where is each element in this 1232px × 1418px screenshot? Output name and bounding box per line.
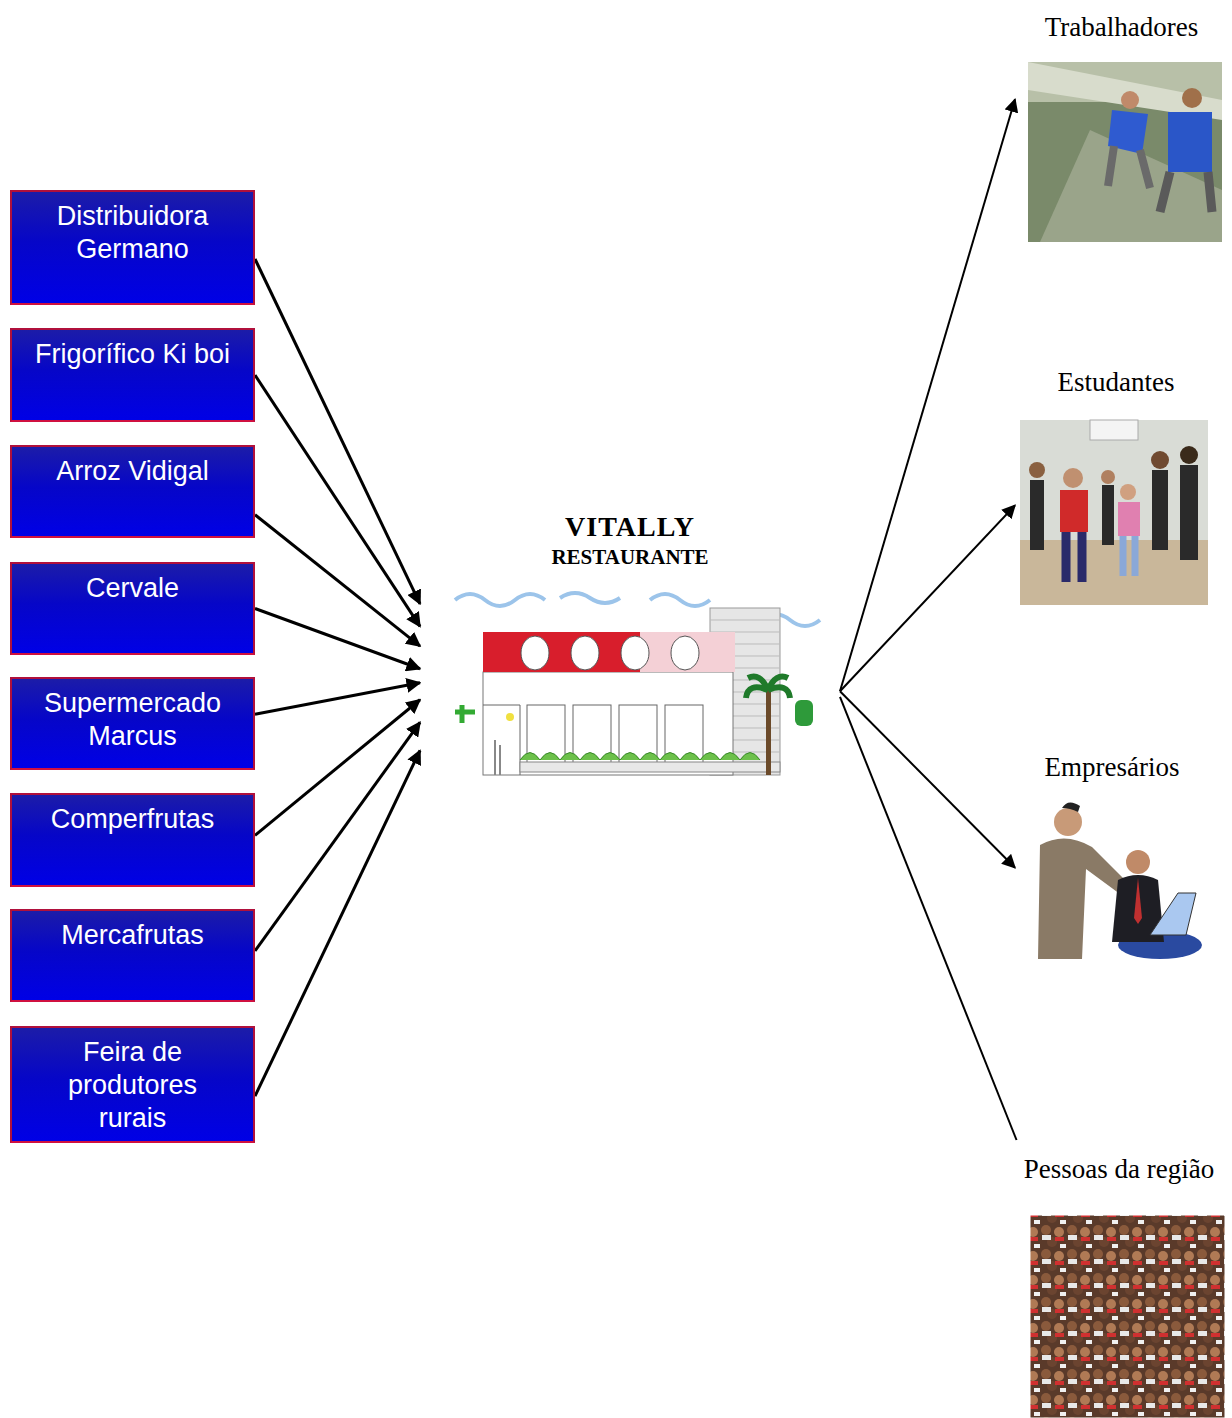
audience-label: Estudantes xyxy=(1015,367,1217,398)
restaurant-building-part xyxy=(520,753,760,761)
workers-photo-part xyxy=(1108,146,1150,188)
students-photo-part xyxy=(1151,451,1169,469)
students-photo-part xyxy=(1090,420,1138,440)
students-photo-part-part xyxy=(1152,470,1168,550)
workers-photo-part xyxy=(1028,62,1222,242)
students-photo-part xyxy=(1066,532,1082,582)
restaurant-building-part xyxy=(521,636,549,670)
restaurant-building xyxy=(455,593,820,775)
flow-arrow xyxy=(255,751,420,1097)
students-photo-part xyxy=(1030,465,1198,560)
supplier-box: Feira de produtores rurais xyxy=(10,1026,255,1143)
students-photo-part-part xyxy=(1102,485,1114,545)
supplier-name: Mercafrutas xyxy=(34,919,231,952)
restaurant-building-part xyxy=(455,705,475,723)
restaurant-building-part xyxy=(795,700,813,726)
students-photo-part xyxy=(1120,484,1136,500)
workers-photo-part xyxy=(1160,172,1212,212)
restaurant-subtitle: RESTAURANTE xyxy=(420,544,840,570)
students-photo-part xyxy=(1029,462,1045,478)
restaurant-building-part xyxy=(483,632,735,672)
flow-arrow xyxy=(255,515,420,646)
supplier-box: Mercafrutas xyxy=(10,909,255,1002)
students-photo-part xyxy=(1101,470,1115,484)
business-photo-part xyxy=(1134,878,1142,924)
workers-photo-part xyxy=(1028,62,1222,120)
flow-arrow xyxy=(255,722,420,951)
workers-photo-part xyxy=(1182,88,1202,108)
business-photo xyxy=(1028,800,1202,962)
flow-arrow xyxy=(255,375,420,626)
business-photo-part xyxy=(1126,850,1150,874)
workers-photo-part xyxy=(1168,112,1212,172)
supplier-name: Feira de produtores rurais xyxy=(34,1036,231,1135)
restaurant-name: VITALLY xyxy=(420,510,840,544)
restaurant-building-part xyxy=(671,636,699,670)
students-photo-part xyxy=(1020,540,1208,605)
crowd-photo-part xyxy=(1030,1215,1225,1418)
supplier-name: Comperfrutas xyxy=(34,803,231,836)
business-photo-part xyxy=(1062,802,1080,812)
students-photo-part-part xyxy=(1030,480,1044,550)
flow-arrow xyxy=(840,505,1015,691)
restaurant-building-part xyxy=(650,594,710,606)
supplier-box: Arroz Vidigal xyxy=(10,445,255,538)
workers-photo-part xyxy=(1121,91,1139,109)
students-photo xyxy=(1020,420,1208,605)
audience-node: Empresários xyxy=(1015,750,1209,964)
restaurant-building-part xyxy=(506,713,514,721)
audience-label: Pessoas da região xyxy=(1010,1154,1228,1185)
students-photo-part xyxy=(1180,446,1198,464)
restaurant-building-part xyxy=(640,632,735,672)
students-photo-part xyxy=(1060,490,1088,532)
crowd-photo-part xyxy=(1030,1215,1225,1418)
students-photo-part xyxy=(1123,536,1135,576)
restaurant-building-part xyxy=(520,762,780,772)
students-photo-part xyxy=(1020,420,1208,605)
supplier-name: Supermercado Marcus xyxy=(34,687,231,753)
flow-arrow xyxy=(840,697,1017,1140)
supplier-box: Cervale xyxy=(10,562,255,655)
supplier-name: Arroz Vidigal xyxy=(34,455,231,488)
restaurant-building-part xyxy=(455,594,545,606)
business-photo-part xyxy=(1150,893,1196,935)
students-photo-part xyxy=(1063,468,1083,488)
flow-arrow xyxy=(255,609,420,669)
audience-node: Estudantes xyxy=(1015,365,1217,607)
restaurant-building-part xyxy=(621,636,649,670)
restaurant-building-part xyxy=(746,677,790,699)
supplier-box: Supermercado Marcus xyxy=(10,677,255,770)
supplier-name: Frigorífico Ki boi xyxy=(34,338,231,371)
students-photo-part-part xyxy=(1180,465,1198,560)
supplier-box: Frigorífico Ki boi xyxy=(10,328,255,422)
restaurant-building-part xyxy=(495,740,500,775)
restaurant-building-part xyxy=(766,690,771,775)
audience-label: Empresários xyxy=(1015,752,1209,783)
restaurant-building-part xyxy=(560,593,620,603)
flow-arrow xyxy=(255,259,420,604)
flow-arrow xyxy=(255,700,420,836)
flow-arrow xyxy=(840,99,1015,691)
restaurant-building-part xyxy=(483,705,520,775)
crowd-photo xyxy=(1030,1215,1225,1418)
workers-photo xyxy=(1028,62,1222,242)
restaurant-building-part xyxy=(571,636,599,670)
audience-label: Trabalhadores xyxy=(1015,12,1228,43)
supplier-name: Distribuidora Germano xyxy=(34,200,231,266)
audience-node: Trabalhadores xyxy=(1015,10,1228,245)
supplier-box: Distribuidora Germano xyxy=(10,190,255,305)
supplier-box: Comperfrutas xyxy=(10,793,255,887)
flow-arrow xyxy=(840,691,1015,867)
supplier-name: Cervale xyxy=(34,572,231,605)
audience-node: Pessoas da região xyxy=(1010,1140,1228,1418)
business-photo-part xyxy=(1054,808,1082,836)
students-photo-part xyxy=(1118,502,1140,536)
restaurant-node: VITALLYRESTAURANTE xyxy=(420,508,840,790)
flow-arrow xyxy=(255,683,420,714)
